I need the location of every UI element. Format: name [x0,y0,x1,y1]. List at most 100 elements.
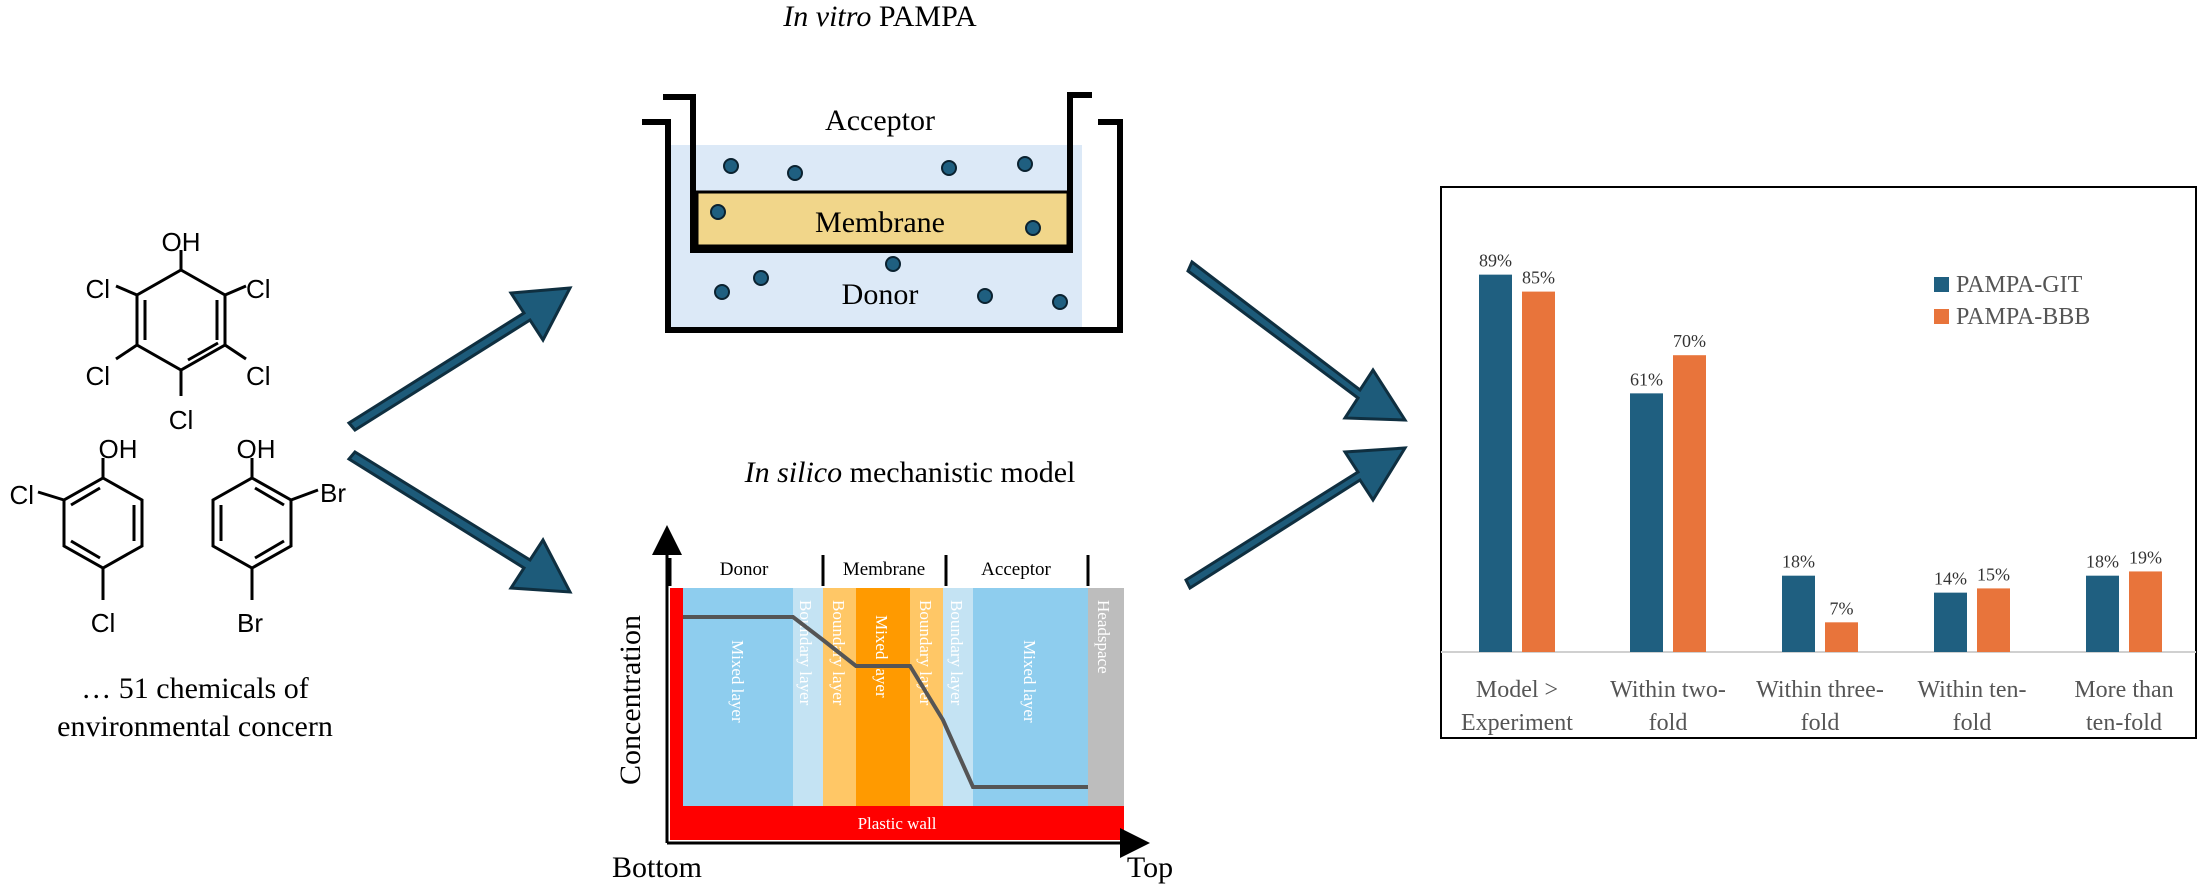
pcp-cl-label: Cl [246,274,271,304]
bar-value-label: 18% [2086,552,2119,572]
category-label: Experiment [1461,710,1573,736]
pampa-membrane-label: Membrane [815,206,945,239]
plastic-wall-label: Plastic wall [858,814,937,833]
category-label: Within three- [1756,677,1884,703]
donor-boundary-layer [793,588,823,806]
concentration-profile-line [683,615,1088,789]
molecule-dot-icon [1025,220,1041,236]
bar-bbb [1673,355,1706,652]
molecule-dot-icon [710,204,726,220]
layer-label: Headspace [1094,600,1113,674]
x-axis-left-label: Bottom [612,851,702,884]
bar-git [1782,575,1815,652]
molecule-dot-icon [1017,156,1033,172]
bar-value-label: 89% [1479,251,1512,271]
legend-label-git: PAMPA-GIT [1956,272,2083,298]
molecule-dot-icon [977,288,993,304]
chemical-structures [37,250,319,600]
pcp-cl-label: Cl [169,405,194,435]
pampa-donor-label: Donor [842,278,919,311]
dbp-br-label: Br [237,608,263,638]
bar-git [1934,592,1967,652]
category-label: ten-fold [2086,710,2162,736]
arrow-down-right-icon [346,450,573,594]
bar-value-label: 19% [2129,547,2162,567]
chart-legend: PAMPA-GIT PAMPA-BBB [1934,272,2090,330]
category-label: fold [1953,710,1992,736]
membrane-mixed-layer [856,588,910,806]
flow-arrows [346,259,1408,594]
bar-value-label: 15% [1977,564,2010,584]
layer-label: Boundary layer [916,600,935,706]
bar-bbb [1977,588,2010,652]
bar-bbb [1825,622,1858,652]
model-acceptor-label: Acceptor [981,559,1051,580]
pcp-cl-label: Cl [85,274,110,304]
layer-label: Mixed layer [1020,640,1039,723]
pampa-title: In vitro PAMPA [782,0,977,33]
membrane-boundary-layer [910,588,943,806]
chart-frame [1440,186,2197,739]
dcp-cl-label: Cl [9,480,34,510]
pampa-title-rest: PAMPA [871,0,977,33]
membrane-boundary-layer [823,588,856,806]
molecule-dot-icon [723,158,739,174]
legend-label-bbb: PAMPA-BBB [1956,304,2090,330]
y-axis-label: Concentration [614,615,647,785]
model-diagram: Plastic wall Mixed layer Boundary layer … [612,525,1173,884]
bar-value-label: 7% [1830,598,1854,618]
pcp-cl-label: Cl [246,361,271,391]
dcp-oh-label: OH [99,434,138,464]
layer-label: Mixed layer [872,615,891,698]
molecule-dot-icon [885,256,901,272]
category-label: Within ten- [1917,677,2026,703]
dcp-cl-label: Cl [91,608,116,638]
donor-mixed-layer [683,588,793,806]
molecule-dot-icon [753,270,769,286]
chemicals-caption-line2: environmental concern [57,710,333,743]
category-label: fold [1649,710,1688,736]
pampa-acceptor-label: Acceptor [825,104,935,137]
molecule-dots [710,156,1068,310]
bar-git [1630,393,1663,652]
dibromophenol-structure [211,458,319,600]
category-label: fold [1801,710,1840,736]
acceptor-boundary-layer [943,588,973,806]
arrow-up-right-icon [1184,446,1408,591]
molecule-dot-icon [714,284,730,300]
pentachlorophenol-structure [115,250,247,396]
model-membrane-label: Membrane [843,559,925,580]
bar-value-labels: 89%85%61%70%18%7%14%15%18%19% [1479,251,2162,619]
model-title: In silico mechanistic model [744,456,1076,489]
bar-value-label: 61% [1630,369,1663,389]
bars [1479,274,2162,652]
results-bar-chart: 89%85%61%70%18%7%14%15%18%19% Model >Exp… [1440,186,2197,739]
pcp-oh-label: OH [162,227,201,257]
category-label: More than [2074,677,2173,703]
bar-value-label: 18% [1782,552,1815,572]
pampa-membrane-layer [695,190,1070,248]
arrow-up-right-icon [346,286,573,432]
dbp-oh-label: OH [237,434,276,464]
model-title-italic: In silico [744,456,843,489]
layer-label: Boundary layer [796,600,815,706]
molecule-dot-icon [1052,294,1068,310]
category-label: Model > [1476,677,1558,703]
molecule-dot-icon [787,165,803,181]
bar-git [1479,274,1512,652]
molecule-dot-icon [941,160,957,176]
legend-swatch-git [1934,277,1949,292]
bar-value-label: 70% [1673,331,1706,351]
plastic-wall-side [670,588,683,840]
insert-well [663,92,1092,253]
headspace-layer [1088,588,1124,806]
legend-swatch-bbb [1934,309,1949,324]
pcp-cl-label: Cl [85,361,110,391]
pampa-title-italic: In vitro [782,0,871,33]
x-axis-right-label: Top [1127,851,1173,884]
bar-value-label: 14% [1934,569,1967,589]
model-title-rest: mechanistic model [842,456,1075,489]
pampa-well-diagram: Acceptor Membrane Donor [642,92,1123,333]
